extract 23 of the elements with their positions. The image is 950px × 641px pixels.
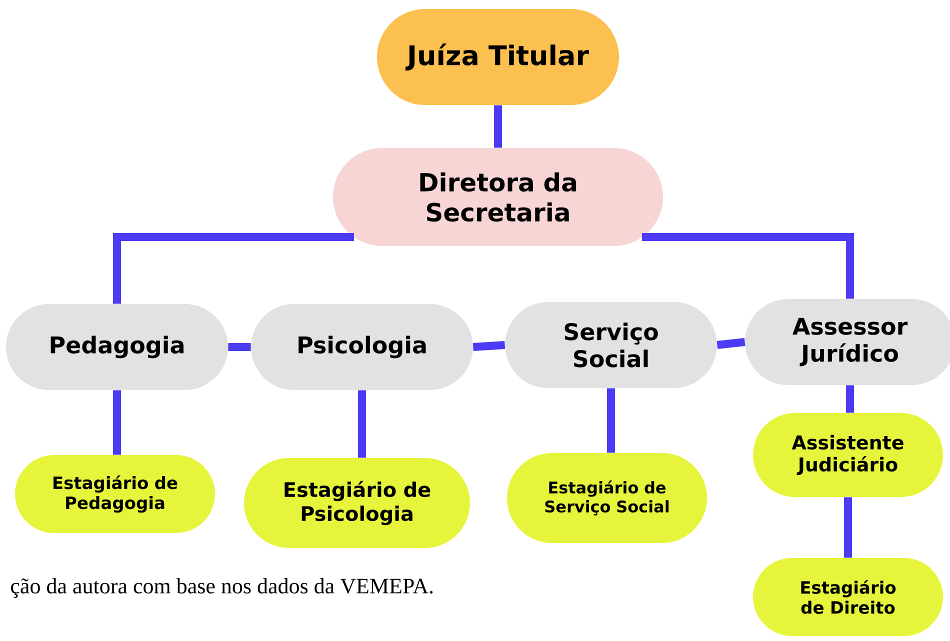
- department-box: Psicologia: [251, 304, 473, 390]
- connector-line: [844, 497, 852, 558]
- connector-line: [846, 385, 854, 413]
- connector-line: [716, 338, 746, 349]
- connector-line: [358, 390, 366, 458]
- intern-box: Estagiário de Serviço Social: [507, 453, 707, 543]
- connector-line: [228, 343, 251, 351]
- intern-box: Estagiário de Psicologia: [244, 458, 470, 548]
- intern-box: Estagiário de Direito: [753, 558, 943, 636]
- connector-line: [607, 388, 615, 453]
- connector-line: [472, 341, 506, 351]
- caption: ção da autora com base nos dados da VEMEPA.: [11, 578, 433, 598]
- department-box: Assessor Jurídico: [745, 299, 950, 385]
- director-box: Diretora da Secretaria: [333, 148, 663, 246]
- intern-box: Estagiário de Pedagogia: [15, 455, 215, 533]
- connector-line: [113, 390, 121, 455]
- connector-line: [494, 105, 502, 148]
- connector-line: [642, 233, 854, 299]
- title-box: Juíza Titular: [377, 9, 619, 105]
- department-box: Pedagogia: [6, 304, 228, 390]
- department-box: Serviço Social: [505, 302, 717, 388]
- assistant-box: Assistente Judiciário: [753, 413, 943, 497]
- connector-line: [113, 233, 354, 304]
